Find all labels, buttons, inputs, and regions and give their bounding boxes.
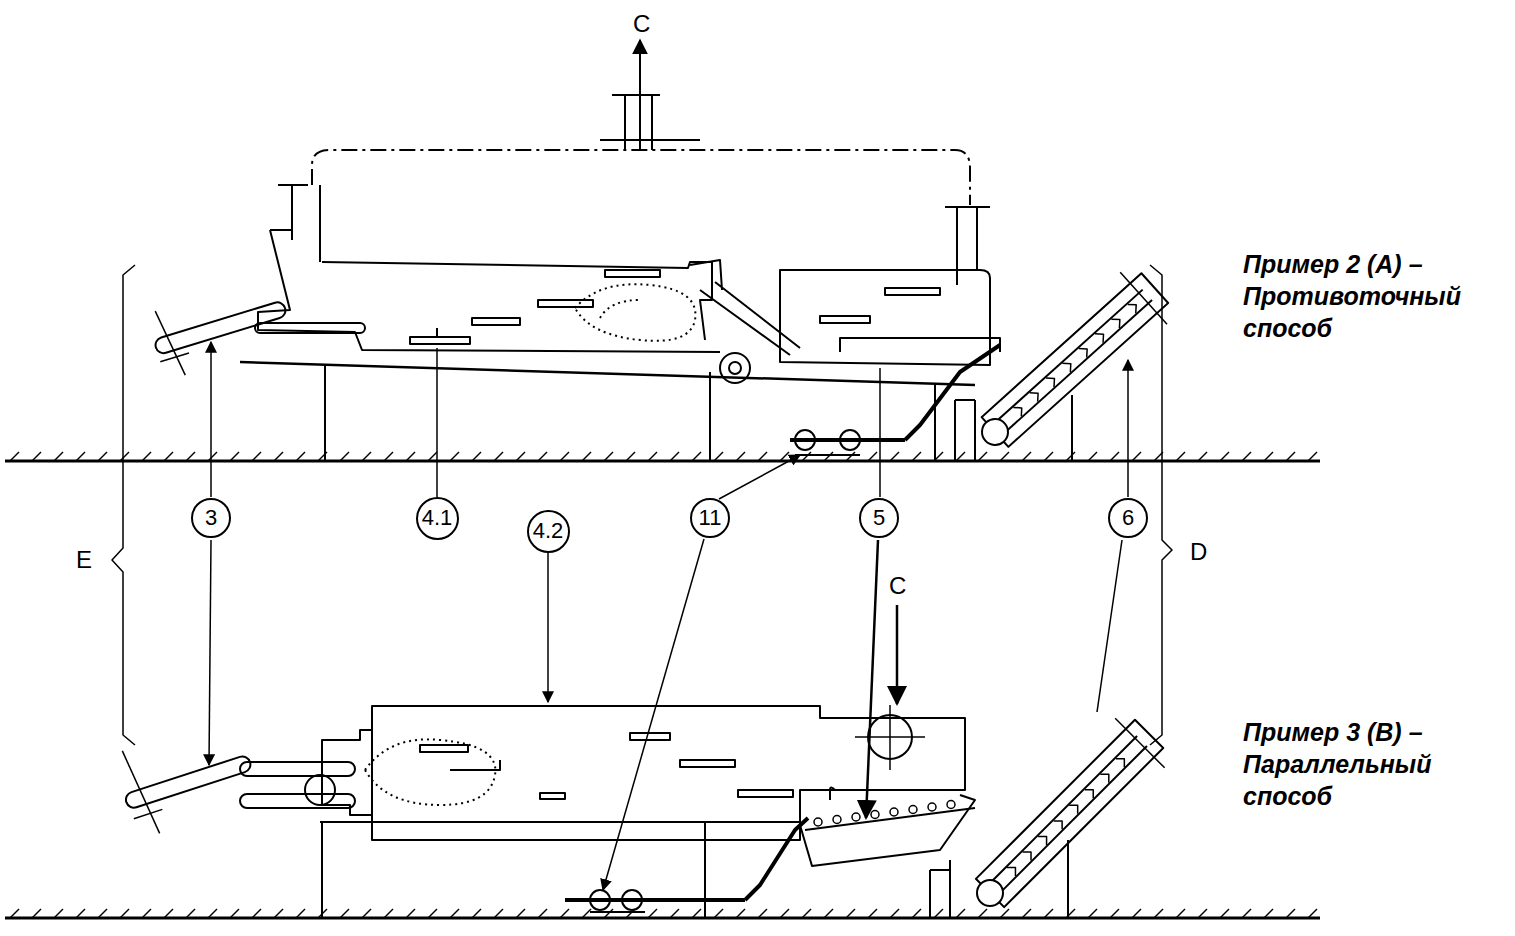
leader-line — [209, 342, 1128, 890]
callout-number: 11 — [690, 498, 730, 538]
example-caption: Пример 2 (A) – Противоточный способ — [1243, 248, 1505, 344]
callout-text: 4.1 — [422, 507, 453, 529]
callout-text: 11 — [699, 507, 722, 529]
feed-conveyor — [111, 714, 262, 840]
callout-text: 3 — [205, 507, 217, 529]
bucket-elevator — [962, 262, 1178, 467]
callout-number: 3 — [191, 498, 231, 538]
example-caption: Пример 3 (B) – Параллельный способ — [1243, 716, 1505, 812]
callout-text: 5 — [873, 507, 885, 529]
callout-text: 6 — [1122, 507, 1134, 529]
callout-text: 4.2 — [533, 520, 564, 542]
flow-letter: C — [633, 10, 650, 38]
callout-number: 4.1 — [416, 497, 459, 540]
bucket-elevator — [956, 709, 1174, 927]
callout-number: 5 — [859, 498, 899, 538]
ground-line — [5, 452, 1320, 918]
flow-letter: E — [76, 546, 92, 574]
feed-conveyor — [146, 275, 296, 381]
callout-number: 6 — [1108, 498, 1148, 538]
counterflow-dryer — [240, 40, 1072, 461]
flow-letter: D — [1190, 538, 1207, 566]
flow-letter: C — [889, 572, 906, 600]
bracket — [112, 265, 1172, 745]
parallel-dryer — [240, 605, 1068, 918]
callout-number: 4.2 — [527, 510, 570, 553]
